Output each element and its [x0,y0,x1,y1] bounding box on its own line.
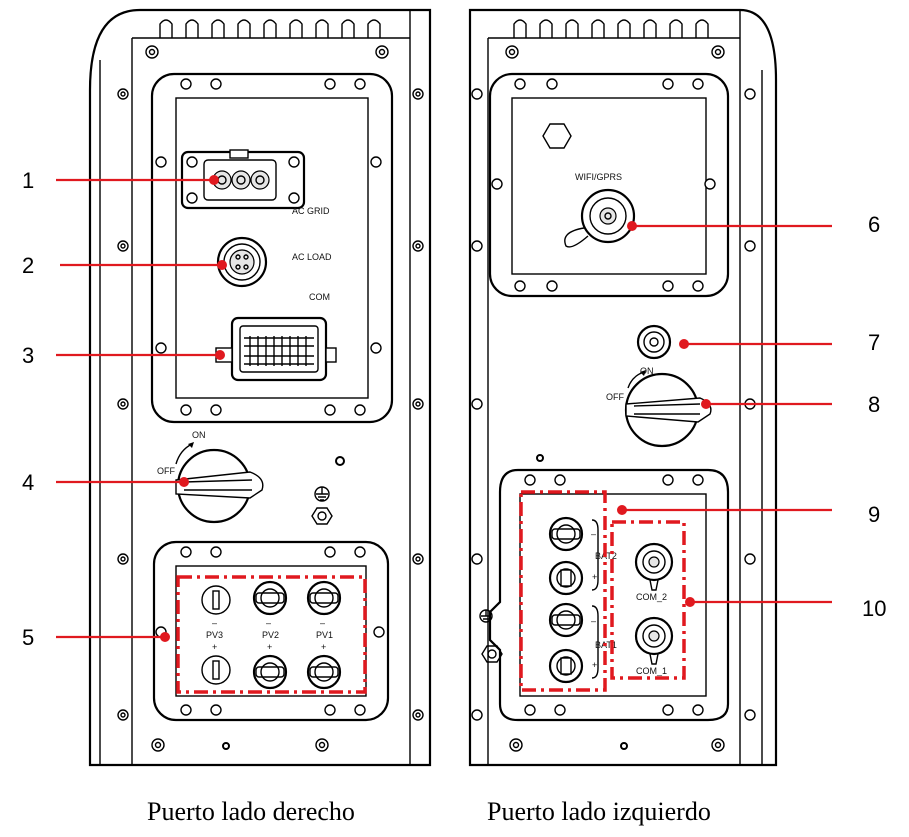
com-connector [215,316,337,382]
com-ports [634,542,674,665]
pv3-plus: + [212,642,217,652]
callout-5: 5 [22,625,34,650]
switch-on-label: ON [192,430,206,440]
pv2-label: PV2 [262,630,279,640]
dc-rotary-switch-right [624,370,712,448]
com-label: COM [309,292,330,302]
ground-symbol [311,456,345,525]
wifi-gprs-label: WIFI/GPRS [575,172,622,182]
left-panel: AC GRID AC LOAD COM ON O [22,8,432,826]
callout-10: 10 [862,596,886,621]
right-caption: Puerto lado izquierdo [487,797,711,826]
right-panel: WIFI/GPRS ON OFF [468,8,886,826]
pv3-label: PV3 [206,630,223,640]
callout-3: 3 [22,343,34,368]
pv-highlight-box [176,575,367,694]
bat1-minus: – [591,616,596,626]
callout-9: 9 [868,502,880,527]
left-caption: Puerto lado derecho [147,797,355,826]
pv-cover-plate [152,540,390,722]
switch-off-label: OFF [157,466,175,476]
com-highlight-box [610,520,686,680]
pv2-minus: – [266,618,271,628]
power-button [636,324,672,360]
callout-4: 4 [22,470,34,495]
top-vent [132,19,410,39]
top-vent-right [488,19,740,39]
battery-connectors [548,516,599,684]
com-2-label: COM_2 [636,592,667,602]
callout-1: 1 [22,168,34,193]
ac-grid-label: AC GRID [292,206,330,216]
switch-off-label-right: OFF [606,392,624,402]
callouts-right [617,221,832,607]
callouts-left [56,175,227,642]
upper-cover-plate [150,72,394,424]
bat1-plus: + [592,660,597,670]
body-screws [117,45,424,752]
bat2-minus: – [591,529,596,539]
ac-load-connector [216,236,268,288]
bat2-plus: + [592,572,597,582]
callout-6: 6 [868,212,880,237]
callout-7: 7 [868,330,880,355]
pv1-label: PV1 [316,630,333,640]
switch-on-label-right: ON [640,366,654,376]
wifi-gprs-connector [564,188,636,248]
body-screws-right [471,45,756,752]
dc-rotary-switch-left [175,442,264,524]
pv3-minus: – [212,618,217,628]
pv-connectors [201,580,342,690]
battery-cover-plate [479,468,730,722]
wifi-cover-plate [488,72,730,298]
callout-8: 8 [868,392,880,417]
callout-2: 2 [22,253,34,278]
com-1-label: COM_1 [636,666,667,676]
pv1-plus: + [321,642,326,652]
ac-load-label: AC LOAD [292,252,332,262]
pv2-plus: + [267,642,272,652]
battery-highlight-box [519,490,607,692]
pv1-minus: – [320,618,325,628]
